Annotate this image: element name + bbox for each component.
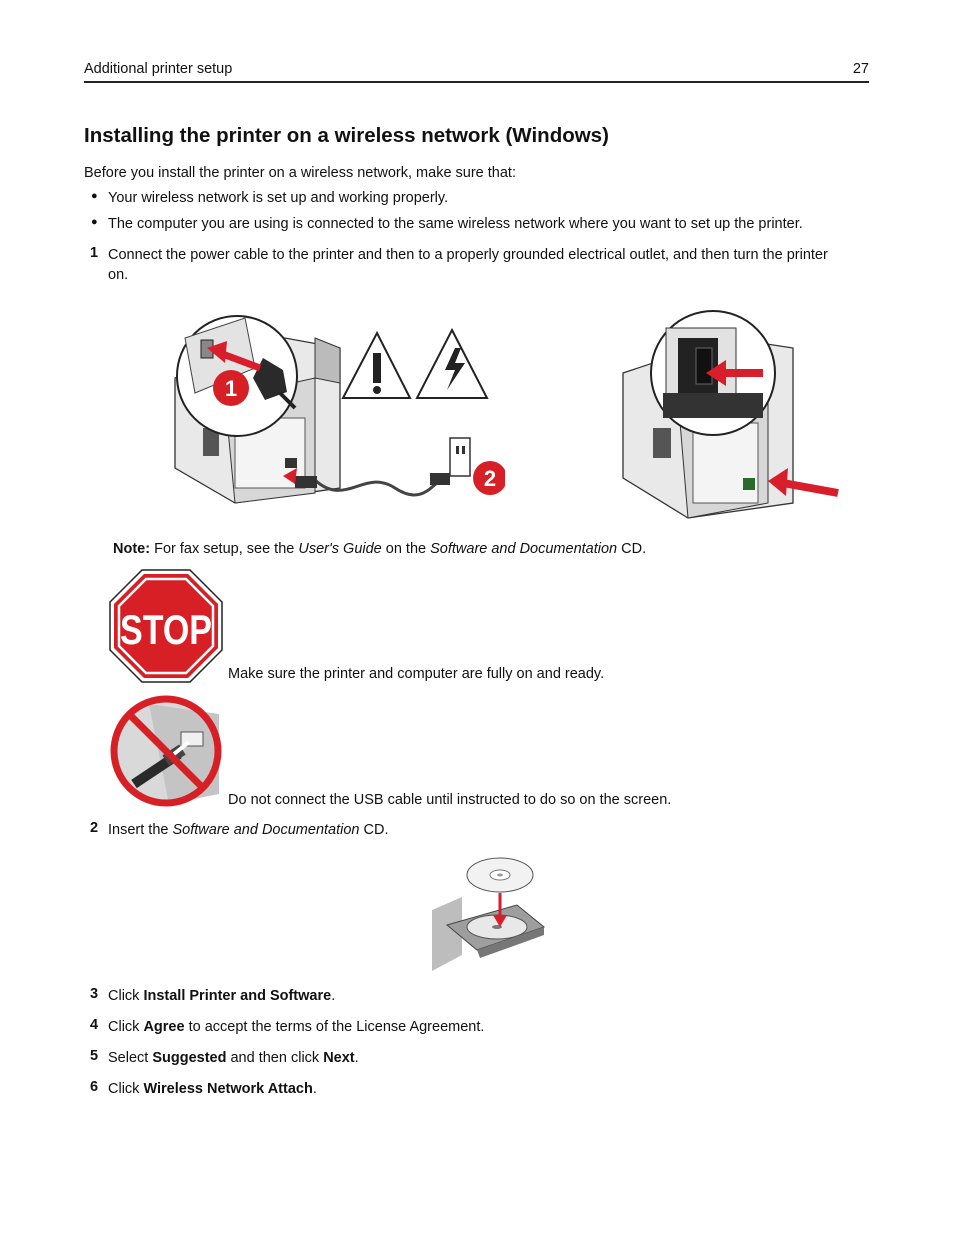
step-text: Connect the power cable to the printer a… [108,247,828,283]
stop-sign-icon: STOP [109,569,223,683]
step-number: 3 [90,986,99,1002]
callout-two: 2 [484,466,496,491]
step-number: 2 [90,820,99,836]
step-text: Click Agree to accept the terms of the L… [108,1019,485,1035]
page-number: 27 [852,61,869,77]
intro-text: Before you install the printer on a wire… [84,165,516,181]
step-text: Click Install Printer and Software. [108,988,336,1004]
bullet-item: The computer you are using is connected … [108,216,803,232]
power-connection-illustration: 1 2 [174,315,505,504]
stop-sign-text: STOP [120,606,212,653]
no-usb-icon [110,695,222,807]
step-text: Click Wireless Network Attach. [108,1081,317,1097]
step-number: 4 [90,1017,99,1033]
note-text: Note: For fax setup, see the User's Guid… [113,541,647,557]
step-text: Insert the Software and Documentation CD… [108,822,389,838]
callout-one: 1 [225,376,237,401]
stop-caption: Make sure the printer and computer are f… [228,666,605,682]
bullet-item: Your wireless network is set up and work… [108,190,449,206]
running-header: Additional printer setup [84,61,233,77]
usb-caption: Do not connect the USB cable until instr… [228,792,672,808]
bullet-icon: ● [91,190,98,202]
header-divider [84,81,869,83]
section-title: Installing the printer on a wireless net… [84,124,609,147]
cd-insert-illustration [432,857,546,971]
step-text: Select Suggested and then click Next. [108,1050,359,1066]
step-number: 6 [90,1079,99,1095]
step-number: 5 [90,1048,99,1064]
power-switch-illustration [622,310,839,519]
step-number: 1 [90,245,99,261]
bullet-icon: ● [91,216,98,228]
